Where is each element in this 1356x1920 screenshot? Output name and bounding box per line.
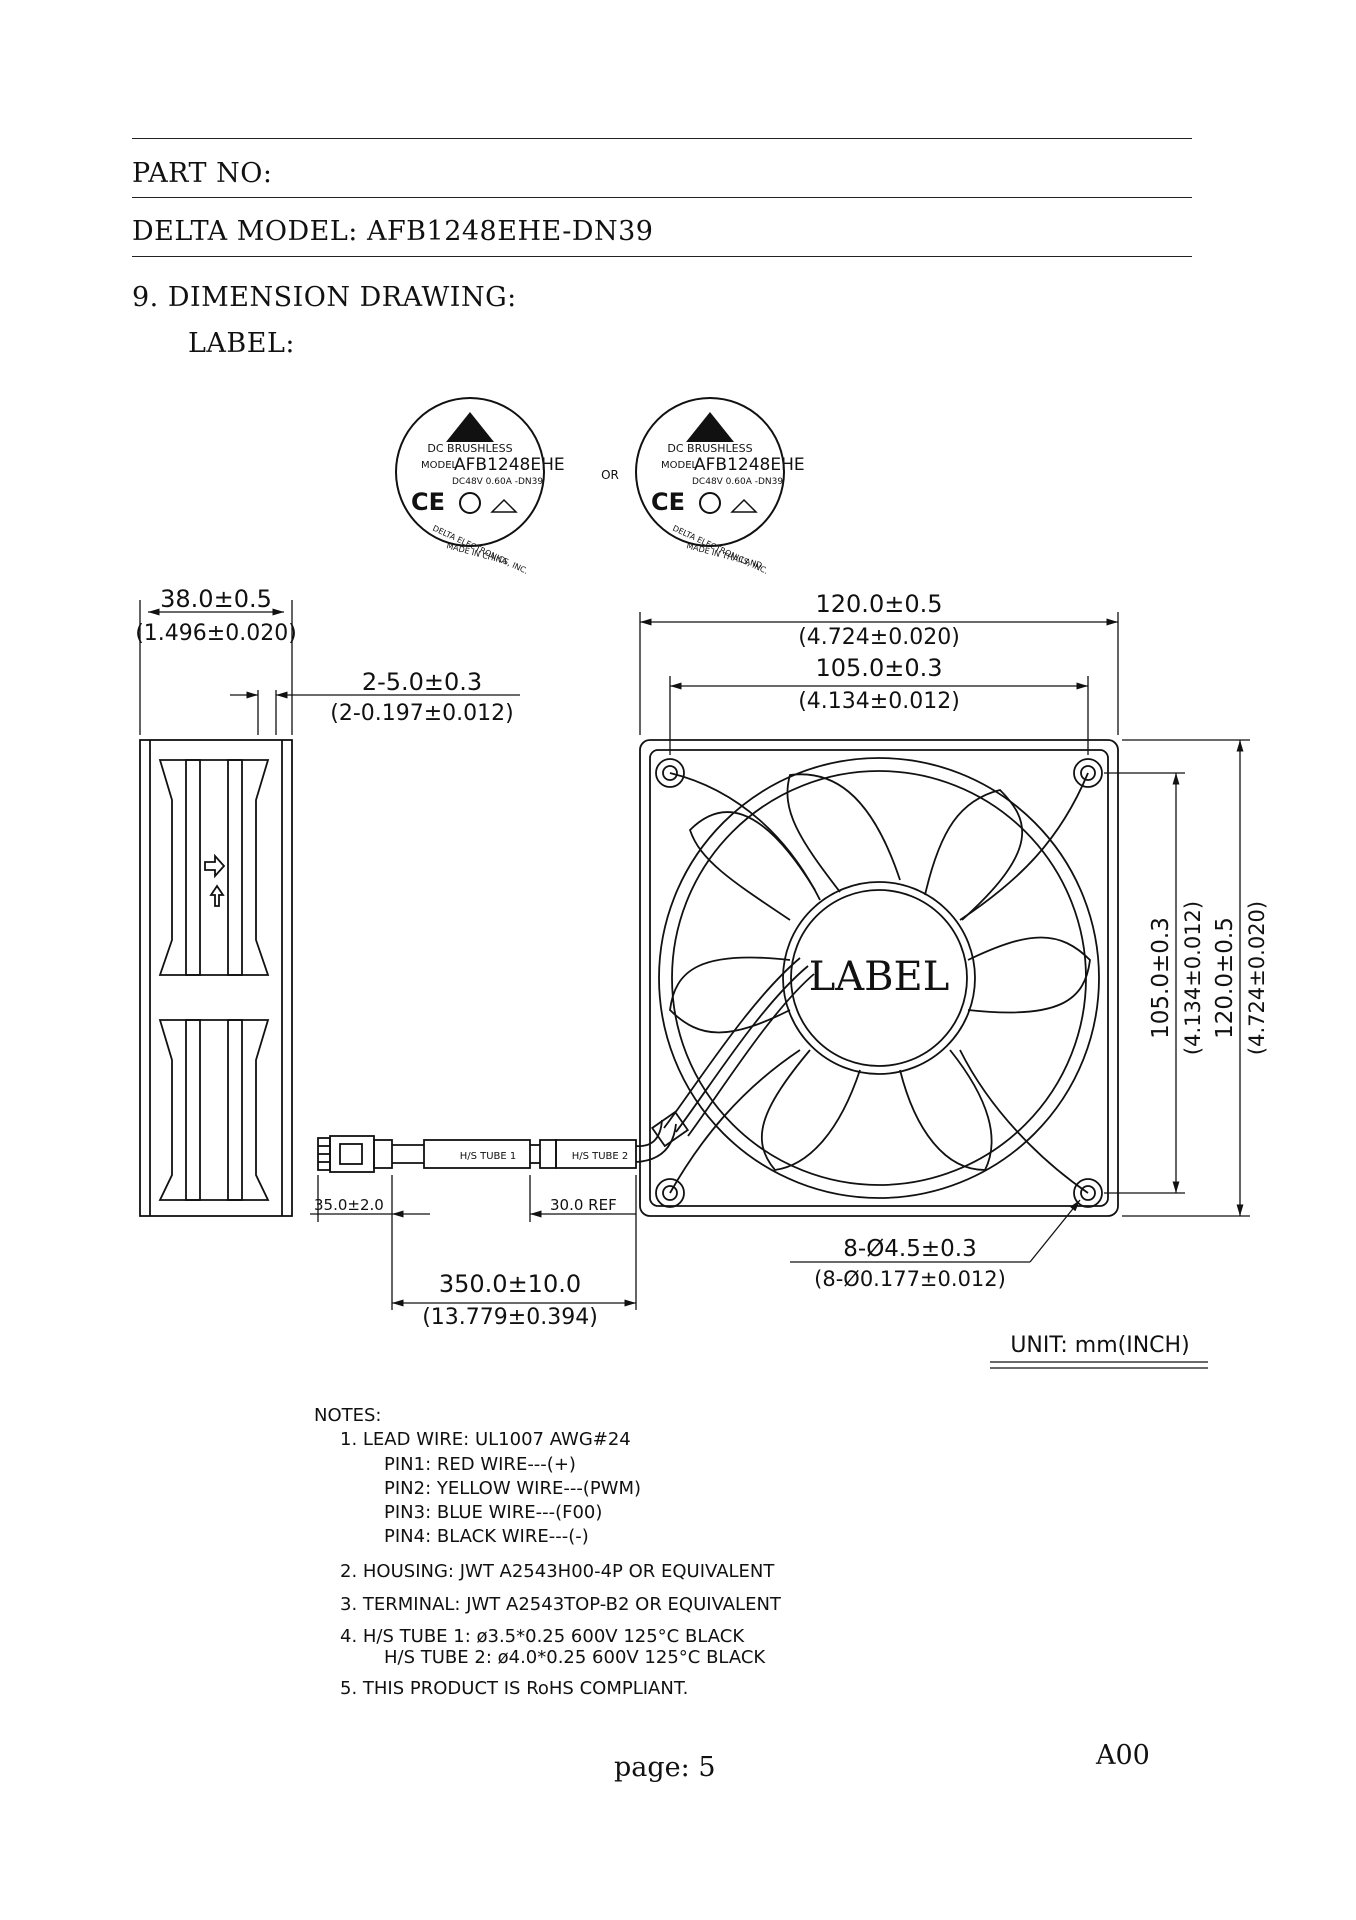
svg-text:DC BRUSHLESS: DC BRUSHLESS — [427, 442, 512, 455]
svg-text:AFB1248EHE: AFB1248EHE — [454, 455, 565, 475]
depth-value: 38.0±0.5 — [160, 585, 272, 613]
v-width-value: 120.0±0.5 — [1212, 917, 1238, 1039]
v-hole-inch-value: (4.134±0.012) — [1181, 901, 1205, 1055]
mount-hole-value: 8-Ø4.5±0.3 — [843, 1236, 976, 1262]
mount-hole — [1073, 758, 1103, 788]
hs-tube-2 — [555, 1139, 637, 1169]
wire-dimensions — [310, 1175, 637, 1310]
page-number: page: 5 — [614, 1752, 716, 1783]
mount-hole — [1073, 1178, 1103, 1208]
or-label: OR — [601, 468, 619, 482]
ul-mark-icon — [699, 492, 721, 514]
mount-hole — [655, 758, 685, 788]
v-hole-value: 105.0±0.3 — [1148, 917, 1174, 1039]
strip-value: 35.0±2.0 — [314, 1196, 384, 1214]
svg-text:3. TERMINAL: JWT A2543TOP-B: 3. TERMINAL: JWT A2543TOP-B2 OR EQUIVALE… — [340, 1594, 782, 1615]
svg-text:PIN2: YELLOW WIRE---(PWM): PIN2: YELLOW WIRE---(PWM) — [384, 1478, 641, 1499]
svg-text:DC BRUSHLESS: DC BRUSHLESS — [667, 442, 752, 455]
front-view — [639, 739, 1119, 1217]
hole-spacing-inch-value: (4.134±0.012) — [798, 689, 960, 714]
v-width-inch-value: (4.724±0.020) — [1245, 901, 1269, 1055]
hs-tube-2-label: H/S TUBE 2 — [572, 1151, 629, 1162]
wire-length-inch-value: (13.779±0.394) — [422, 1305, 598, 1330]
svg-text:2. HOUSING: JWT A2543H00-4P: 2. HOUSING: JWT A2543H00-4P OR EQUIVALEN… — [340, 1561, 775, 1582]
part-no-label: PART NO: — [132, 158, 273, 189]
svg-text:PIN1: RED WIRE---(+): PIN1: RED WIRE---(+) — [384, 1454, 576, 1475]
unit-label: UNIT: mm(INCH) — [1010, 1333, 1189, 1358]
rotation-arrow-icon — [209, 884, 225, 907]
side-view — [139, 739, 293, 1217]
svg-text:DC48V 0.60A -DN39: DC48V 0.60A -DN39 — [692, 477, 783, 487]
rib-inch-value: (2-0.197±0.012) — [330, 701, 514, 726]
depth-inch-value: (1.496±0.020) — [135, 621, 297, 646]
flow-arrow-icon — [204, 853, 226, 879]
svg-text:1. LEAD WIRE: UL1007 AWG#2: 1. LEAD WIRE: UL1007 AWG#24 — [340, 1429, 631, 1450]
svg-text:AFB1248EHE: AFB1248EHE — [694, 455, 805, 475]
header-rule-top — [132, 138, 1192, 139]
delta-logo-icon — [686, 412, 734, 442]
mount-hole-leader — [790, 1199, 1081, 1263]
mount-hole-inch-value: (8-Ø0.177±0.012) — [814, 1267, 1006, 1291]
header-rule-2 — [132, 256, 1192, 257]
svg-text:MODEL: MODEL — [421, 460, 458, 471]
width-value: 120.0±0.5 — [816, 590, 943, 618]
lead-wire — [317, 1119, 677, 1173]
svg-text:4. H/S TUBE 1: ø3.5*0.25: 4. H/S TUBE 1: ø3.5*0.25 600V 125°C BLAC… — [340, 1626, 745, 1647]
ce-mark-icon: CE — [651, 488, 685, 516]
svg-text:NOTES:: NOTES: — [314, 1405, 382, 1426]
notes: NOTES: 1. LEAD WIRE: UL1007 AWG#24 PIN1:… — [314, 1405, 782, 1699]
delta-model-label: DELTA MODEL: AFB1248EHE-DN39 — [132, 216, 654, 247]
ref-value: 30.0 REF — [550, 1196, 617, 1214]
depth-dimension — [139, 600, 520, 735]
vde-mark-icon — [490, 498, 518, 513]
wire-length-value: 350.0±10.0 — [439, 1270, 581, 1298]
hole-spacing-value: 105.0±0.3 — [816, 654, 943, 682]
width-inch-value: (4.724±0.020) — [798, 625, 960, 650]
hs-tube-1 — [423, 1139, 531, 1169]
label-china: DC BRUSHLESS MODEL AFB1248EHE DC48V 0.60… — [395, 397, 565, 576]
rib-value: 2-5.0±0.3 — [362, 668, 482, 696]
svg-text:DC48V 0.60A -DN39: DC48V 0.60A -DN39 — [452, 477, 543, 487]
delta-logo-icon — [446, 412, 494, 442]
revision-code: A00 — [1096, 1740, 1150, 1771]
connector-housing — [329, 1135, 375, 1173]
ul-mark-icon — [459, 492, 481, 514]
svg-text:5. THIS PRODUCT IS RoHS C: 5. THIS PRODUCT IS RoHS COMPLIANT. — [340, 1678, 688, 1699]
mount-hole — [655, 1178, 685, 1208]
svg-text:H/S TUBE 2: ø4.0*0.25 600V: H/S TUBE 2: ø4.0*0.25 600V 125°C BLACK — [384, 1647, 766, 1668]
vde-mark-icon — [730, 498, 758, 513]
width-dimensions — [639, 612, 1119, 755]
label-subtitle: LABEL: — [188, 328, 296, 359]
svg-text:PIN3: BLUE WIRE---(F00): PIN3: BLUE WIRE---(F00) — [384, 1502, 602, 1523]
header-rule-1 — [132, 197, 1192, 198]
label-thailand: DC BRUSHLESS MODEL AFB1248EHE DC48V 0.60… — [635, 397, 805, 576]
hs-tube-1-label: H/S TUBE 1 — [460, 1151, 517, 1162]
ce-mark-icon: CE — [411, 488, 445, 516]
svg-text:MODEL: MODEL — [661, 460, 698, 471]
hub-label: LABEL — [809, 954, 950, 1000]
svg-text:PIN4: BLACK WIRE---(-): PIN4: BLACK WIRE---(-) — [384, 1526, 589, 1547]
section-title: 9. DIMENSION DRAWING: — [132, 282, 517, 313]
height-dimensions — [1104, 739, 1250, 1217]
